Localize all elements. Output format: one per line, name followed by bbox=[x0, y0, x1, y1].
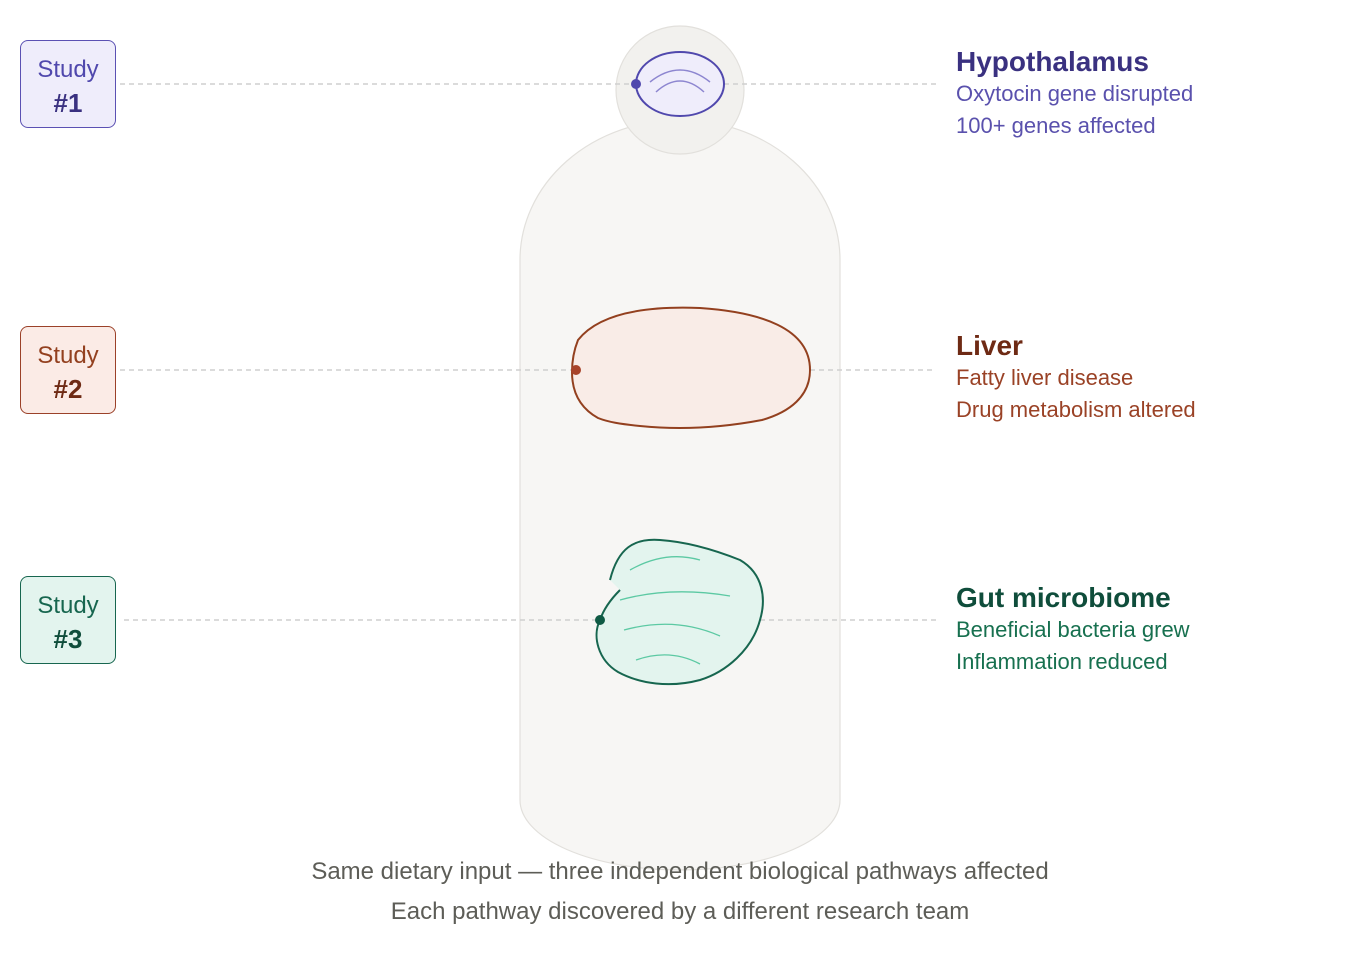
caption-line-1: Same dietary input — three independent b… bbox=[0, 857, 1360, 887]
body-silhouette bbox=[520, 120, 840, 870]
study-3-number: #3 bbox=[21, 623, 115, 655]
hypothalamus-info: Hypothalamus Oxytocin gene disrupted 100… bbox=[956, 46, 1336, 142]
study-2-number: #2 bbox=[21, 373, 115, 405]
hypothalamus-marker bbox=[631, 79, 641, 89]
gut-detail-2: Inflammation reduced bbox=[956, 646, 1336, 678]
gut-marker bbox=[595, 615, 605, 625]
liver-marker bbox=[571, 365, 581, 375]
study-3-box: Study #3 bbox=[20, 576, 116, 664]
liver-info: Liver Fatty liver disease Drug metabolis… bbox=[956, 330, 1336, 426]
liver-shape bbox=[572, 308, 810, 428]
study-2-label: Study bbox=[21, 342, 115, 370]
liver-detail-1: Fatty liver disease bbox=[956, 362, 1336, 394]
gut-info: Gut microbiome Beneficial bacteria grew … bbox=[956, 582, 1336, 678]
study-1-box: Study #1 bbox=[20, 40, 116, 128]
liver-title: Liver bbox=[956, 330, 1336, 362]
caption-line-2: Each pathway discovered by a different r… bbox=[0, 897, 1360, 927]
gut-detail-1: Beneficial bacteria grew bbox=[956, 614, 1336, 646]
study-1-label: Study bbox=[21, 56, 115, 84]
hypothalamus-title: Hypothalamus bbox=[956, 46, 1336, 78]
study-1-number: #1 bbox=[21, 87, 115, 119]
gut-title: Gut microbiome bbox=[956, 582, 1336, 614]
liver-detail-2: Drug metabolism altered bbox=[956, 394, 1336, 426]
study-2-box: Study #2 bbox=[20, 326, 116, 414]
hypothalamus-detail-2: 100+ genes affected bbox=[956, 110, 1336, 142]
hypothalamus-detail-1: Oxytocin gene disrupted bbox=[956, 78, 1336, 110]
hypothalamus-shape bbox=[636, 52, 724, 116]
study-3-label: Study bbox=[21, 592, 115, 620]
